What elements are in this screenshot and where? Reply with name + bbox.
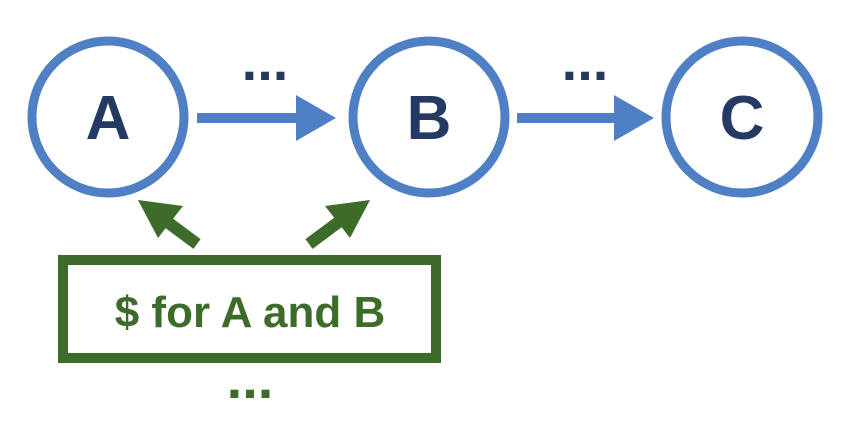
funding-arrow-to-a-arrowhead — [138, 200, 183, 238]
funding-box-label: $ for A and B — [115, 288, 386, 337]
node-c: C — [661, 36, 823, 198]
node-a-label: A — [86, 84, 131, 153]
edge-a-to-b: ... — [197, 29, 336, 141]
node-a: A — [27, 36, 189, 198]
edge-a-to-b-ellipsis: ... — [242, 29, 289, 92]
edge-b-to-c-arrowhead — [614, 95, 654, 141]
funding-arrow-to-b-arrowhead — [325, 200, 370, 238]
node-c-circle — [661, 36, 823, 198]
node-b-label: B — [407, 84, 452, 153]
funding-arrow-to-b — [305, 200, 370, 249]
node-b-circle — [348, 36, 510, 198]
node-a-circle — [27, 36, 189, 198]
node-b: B — [348, 36, 510, 198]
funding-box-border — [58, 255, 441, 363]
node-c-label: C — [720, 84, 765, 153]
edge-b-to-c: ... — [517, 29, 654, 141]
edge-a-to-b-arrowhead — [296, 95, 336, 141]
funding-arrow-to-a — [138, 200, 201, 249]
edge-b-to-c-ellipsis: ... — [562, 29, 609, 92]
funding-box: $ for A and B — [58, 255, 441, 363]
funding-box-ellipsis: ... — [227, 347, 274, 410]
